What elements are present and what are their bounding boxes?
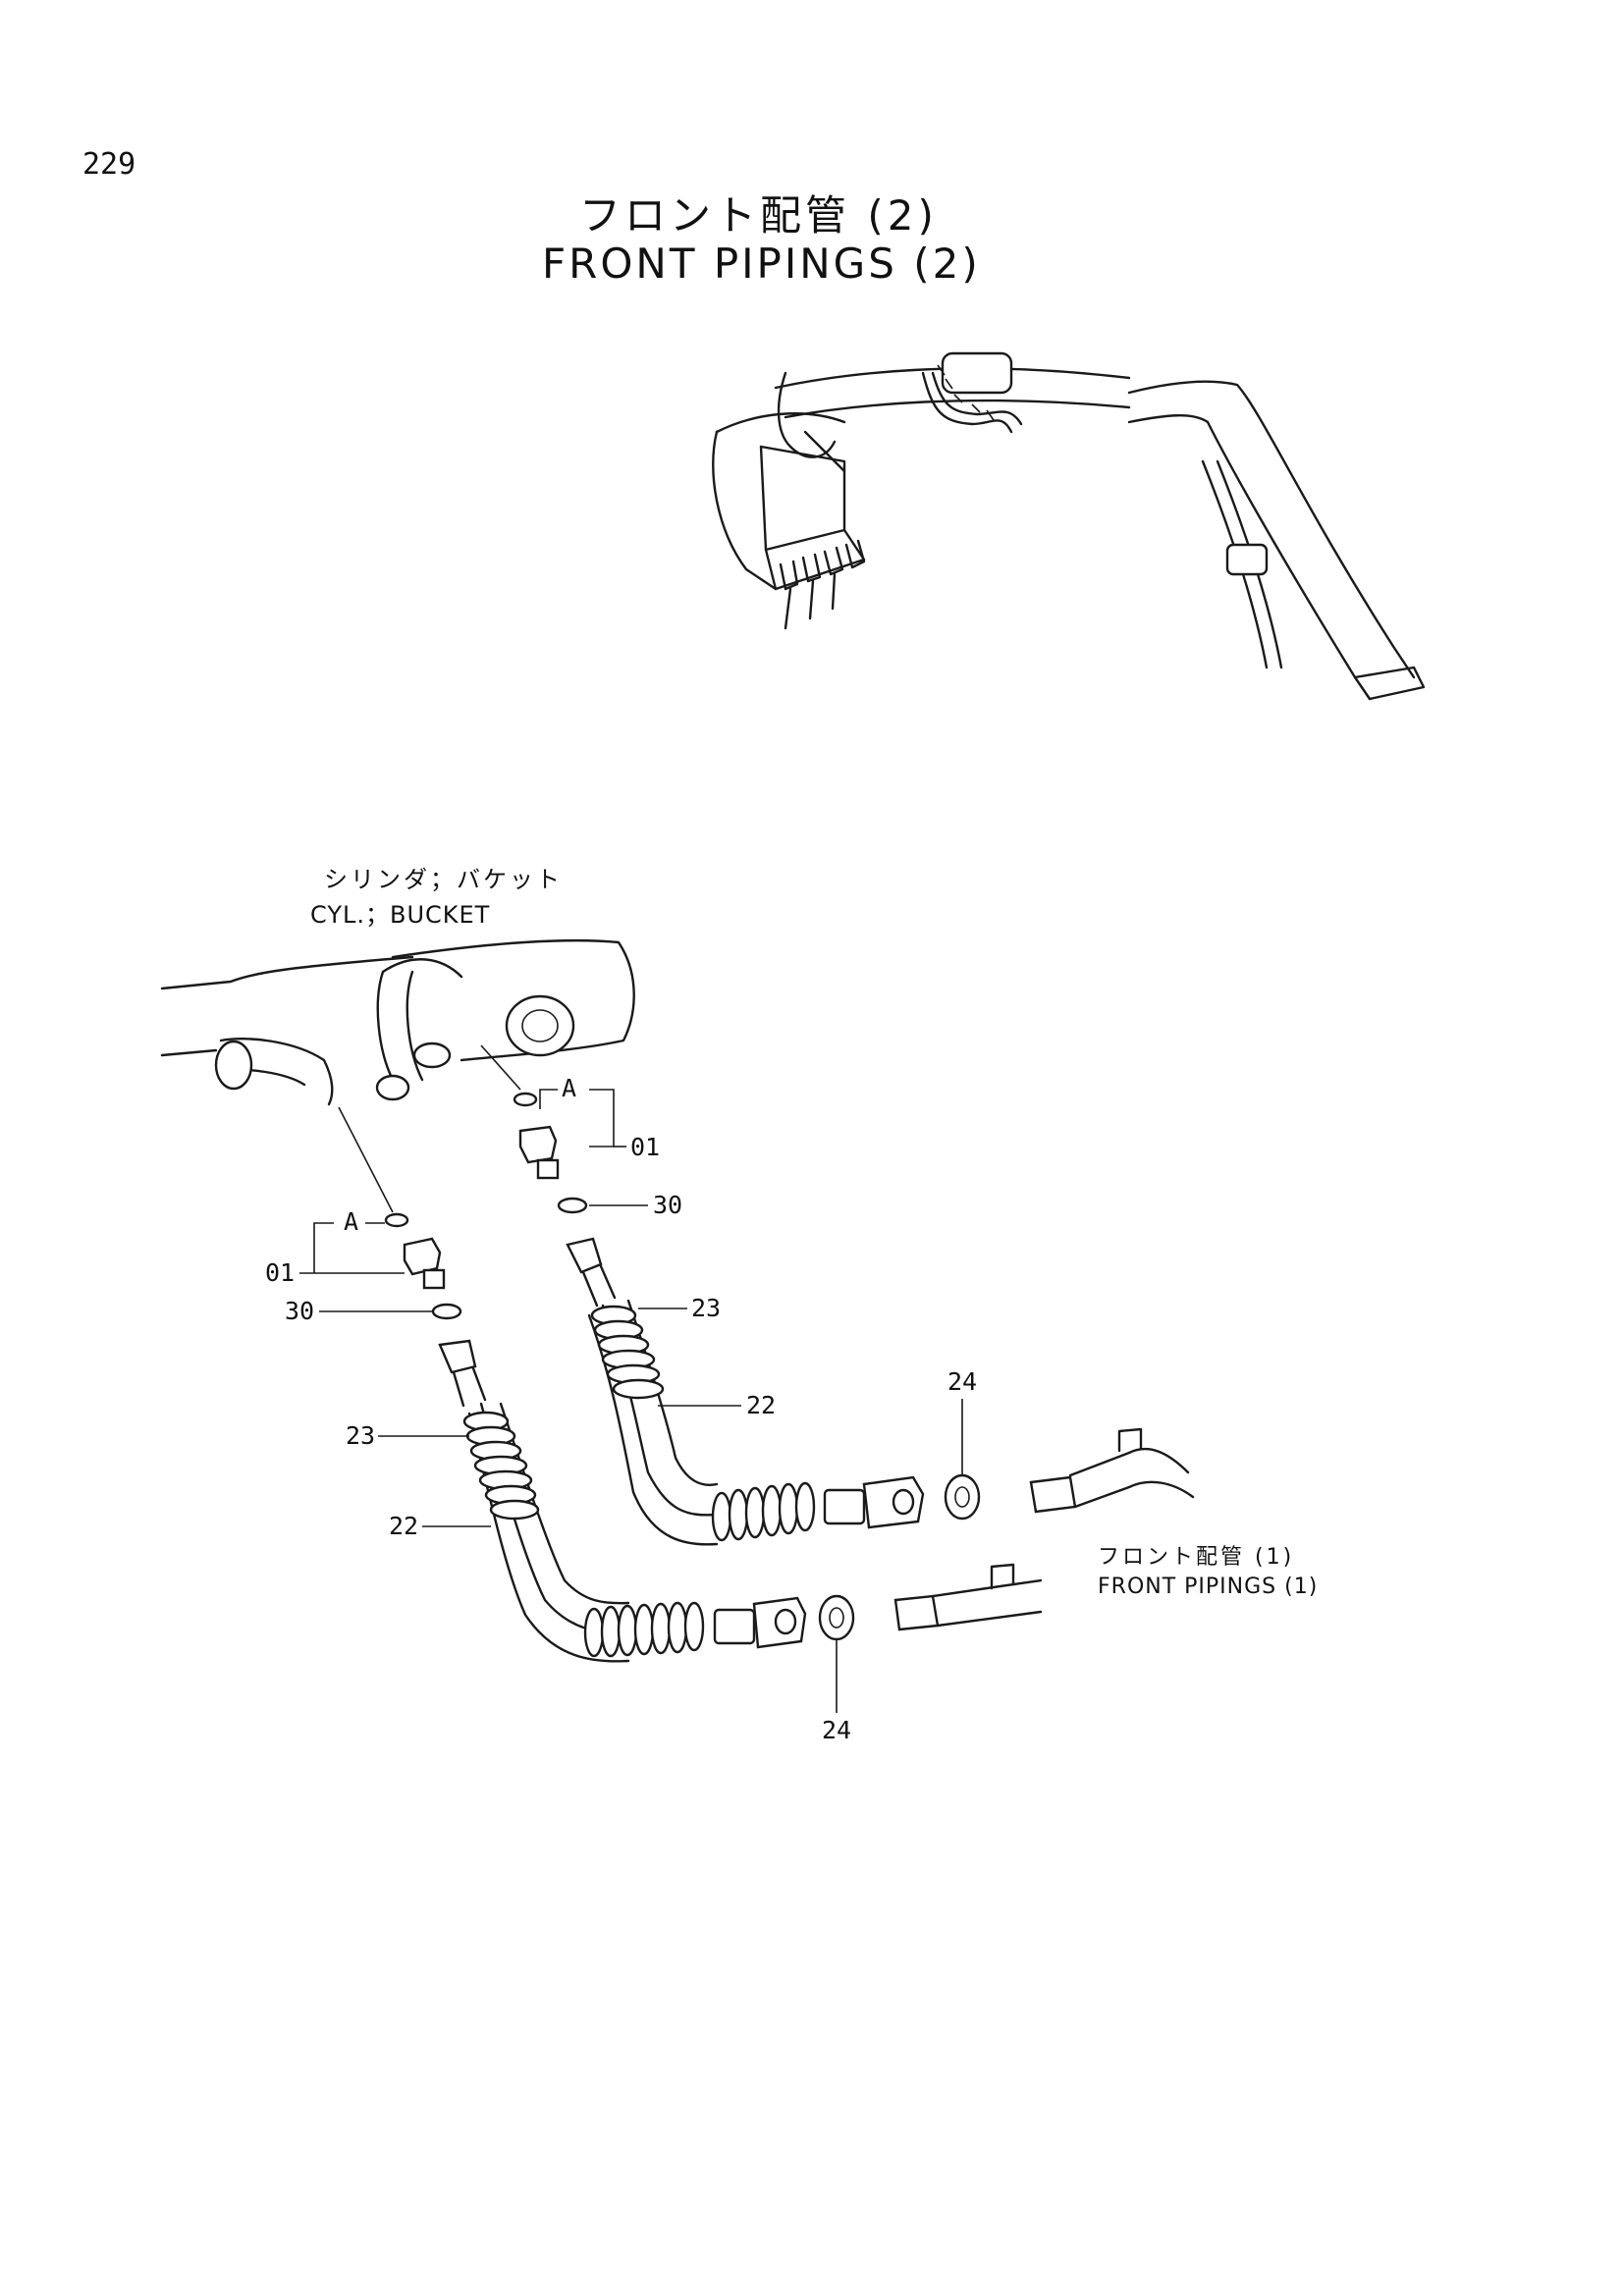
- callout-23-right: 23: [691, 1294, 722, 1322]
- callout-24-top: 24: [947, 1367, 978, 1396]
- callout-23-left: 23: [346, 1421, 376, 1450]
- fitting-chain-left: [338, 1106, 1043, 1663]
- callout-22-left: 22: [389, 1512, 419, 1540]
- callout-leaders: [299, 1089, 963, 1713]
- page-title-japanese: フロント配管 (2): [579, 191, 938, 240]
- callout-30-right: 30: [653, 1191, 683, 1219]
- spring-guard-right-upper: [590, 1305, 665, 1400]
- callout-a-right: A: [562, 1074, 577, 1102]
- excavator-arm-overview: [712, 351, 1426, 701]
- spring-guard-left-upper: [462, 1411, 540, 1521]
- page-title-english: FRONT PIPINGS (2): [542, 240, 981, 288]
- bucket-cylinder-detail: [160, 938, 635, 1106]
- callout-a-left: A: [344, 1207, 359, 1236]
- reference-label-english: FRONT PIPINGS (1): [1098, 1575, 1319, 1599]
- callout-01-right: 01: [630, 1133, 661, 1161]
- callout-22-right: 22: [746, 1391, 777, 1419]
- spring-guard-right-lower: [711, 1481, 816, 1542]
- callout-30-left: 30: [285, 1297, 315, 1325]
- callout-24-bottom: 24: [822, 1716, 852, 1744]
- fitting-chain-right: [480, 1044, 1195, 1546]
- page-number: 229: [82, 147, 136, 182]
- subassembly-label-japanese: シリンダ；バケット: [324, 866, 563, 893]
- spring-guard-left-lower: [583, 1601, 705, 1658]
- callout-01-left: 01: [265, 1258, 296, 1287]
- reference-label-japanese: フロント配管 (1): [1098, 1545, 1295, 1570]
- subassembly-label-english: CYL.；BUCKET: [310, 901, 491, 929]
